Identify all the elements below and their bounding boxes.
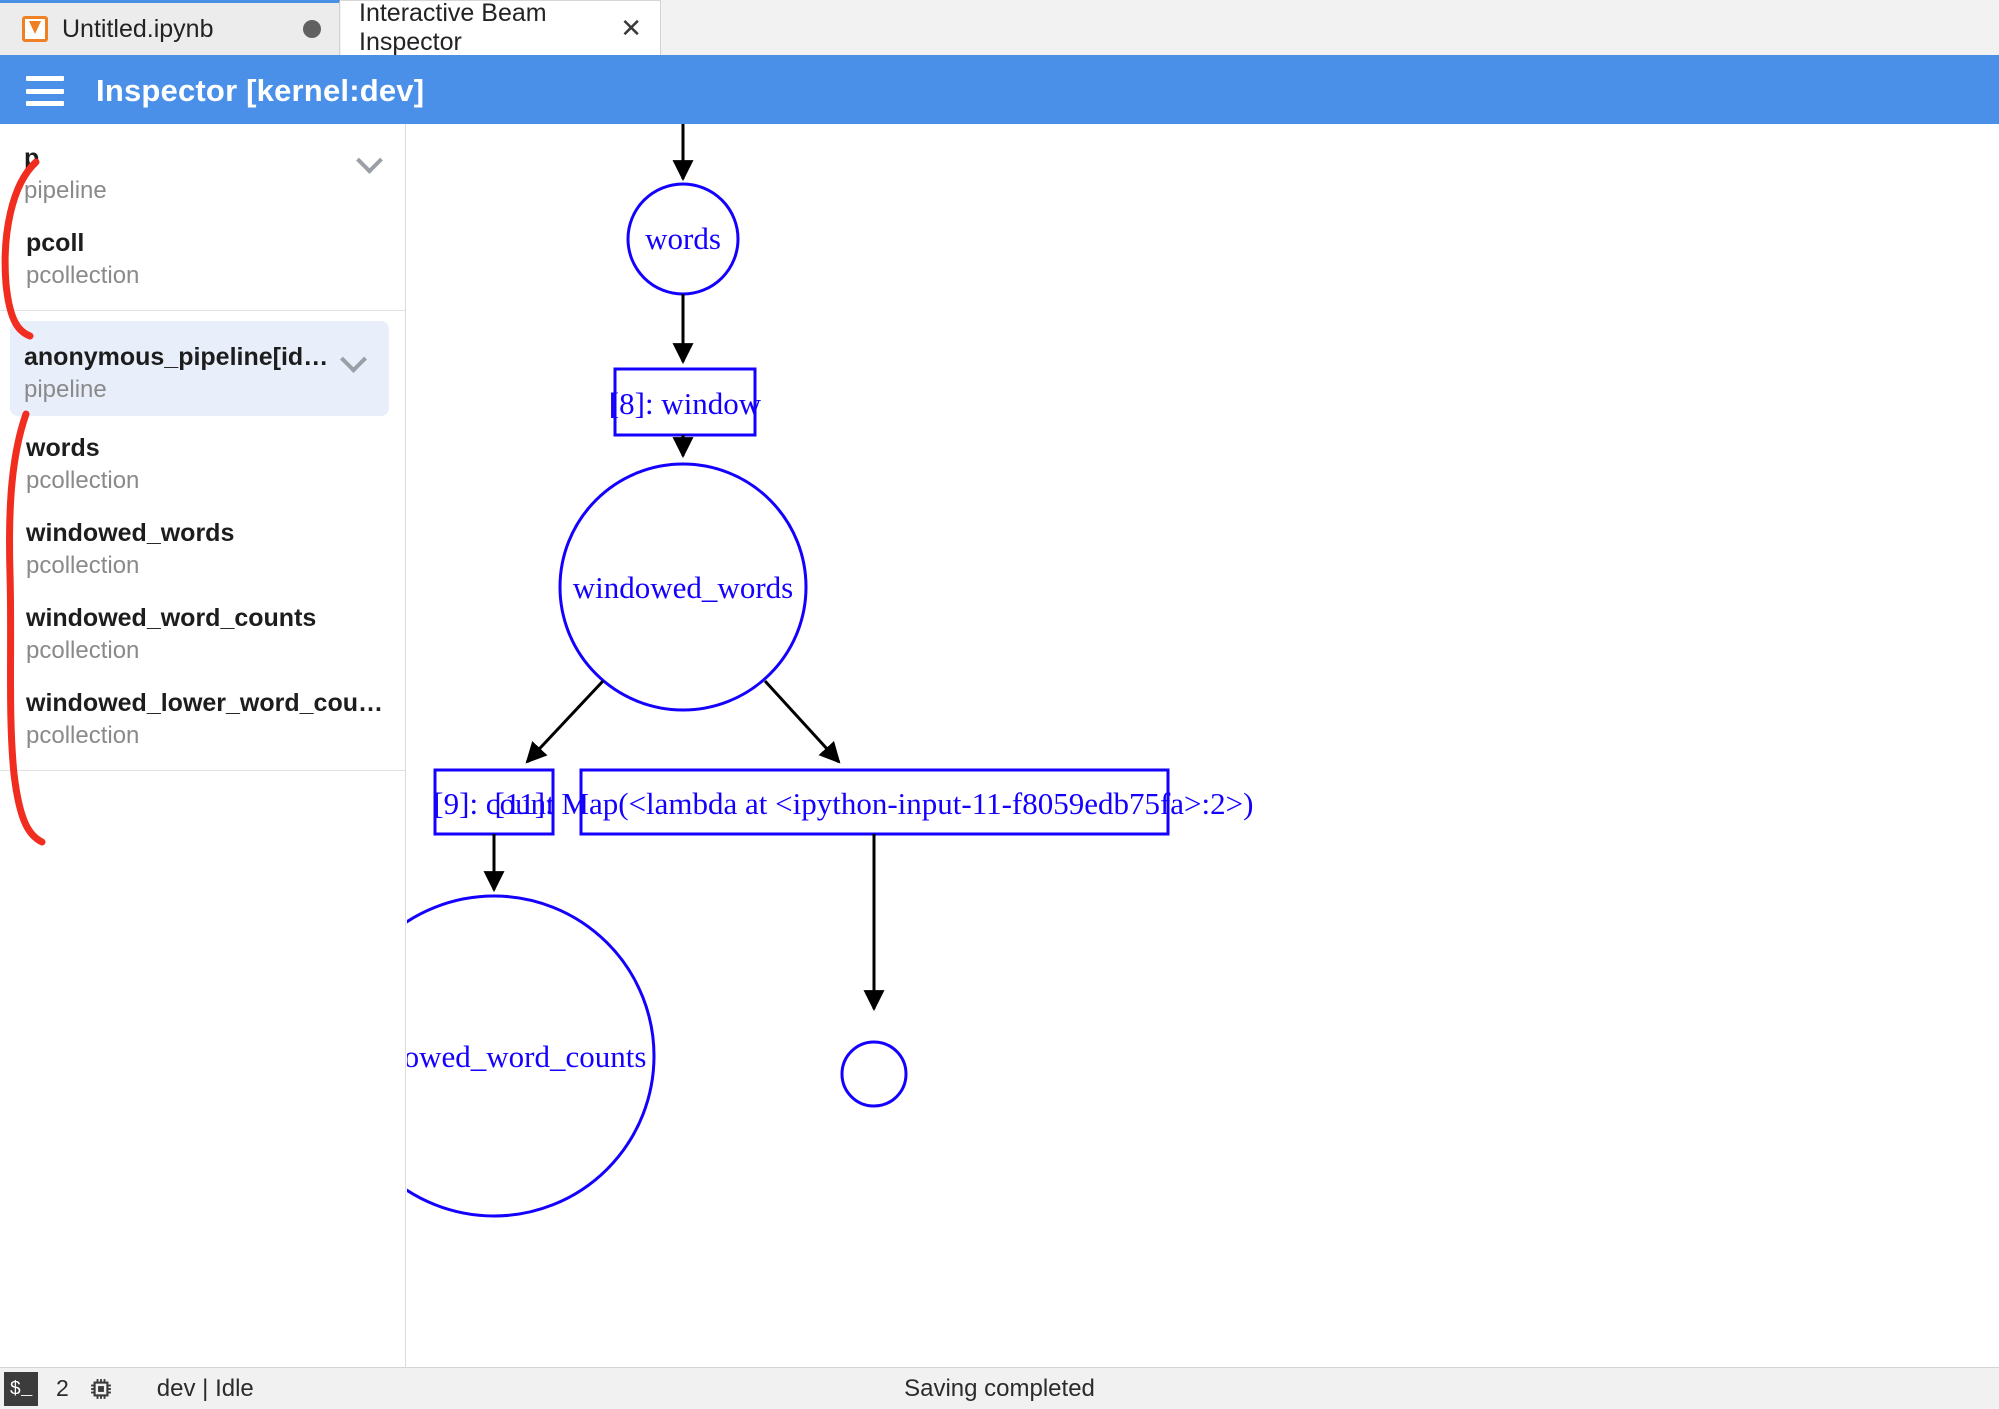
sidebar-item-anonymous-pipeline[interactable]: anonymous_pipeline[id:44516… pipeline (10, 321, 389, 416)
page-title: Inspector [kernel:dev] (96, 73, 425, 108)
hamburger-bar (26, 76, 64, 81)
graph-node-label: [9]: count (433, 786, 555, 821)
sidebar-item-label: windowed_lower_word_counts (26, 689, 383, 717)
sidebar-item-label: windowed_words (26, 519, 235, 547)
unsaved-dot-icon[interactable] (303, 20, 321, 38)
graph-node-map[interactable] (579, 768, 1170, 836)
graph-node-unnamed[interactable] (840, 1040, 908, 1108)
status-message: Saving completed (904, 1374, 1095, 1402)
sidebar-item-label: windowed_word_counts (26, 604, 317, 632)
hamburger-bar (26, 88, 64, 94)
graph-node-count[interactable] (433, 768, 555, 836)
status-bar: $_ 2 dev | Idle Saving completed (0, 1367, 1999, 1409)
chip-icon[interactable] (87, 1375, 115, 1403)
graph-node-windowed-words[interactable] (558, 462, 808, 712)
sidebar-section-pipeline-p: p pipeline pcoll pcollection (0, 124, 405, 311)
sidebar-item-label: p (24, 144, 40, 172)
tab-title: Interactive Beam Inspector (359, 0, 547, 56)
graph-node-windowed-word-counts[interactable] (407, 894, 656, 1218)
tab-bar: Untitled.ipynb Interactive Beam Inspecto… (0, 0, 1999, 58)
sidebar-item-type: pcollection (26, 552, 140, 579)
inspectables-sidebar[interactable]: p pipeline pcoll pcollection anonymous_p… (0, 124, 406, 1367)
sidebar-item-pcoll[interactable]: pcoll pcollection (0, 215, 405, 300)
graph-edge (525, 679, 605, 764)
chevron-down-icon[interactable] (341, 350, 367, 366)
sidebar-item-words[interactable]: words pcollection (0, 420, 405, 505)
pipeline-graph-canvas[interactable]: words [8]: window windowed_words [9]: co… (407, 124, 1999, 1367)
sidebar-item-label: anonymous_pipeline[id:44516… (24, 343, 331, 371)
sidebar-item-type: pipeline (24, 376, 107, 403)
terminal-count: 2 (56, 1375, 69, 1401)
sidebar-item-row: p (24, 144, 383, 173)
sidebar-item-p[interactable]: p pipeline (0, 130, 405, 215)
graph-node-label: [11]: Map(<lambda at <ipython-input-11-f… (495, 786, 1254, 821)
inspector-header: Inspector [kernel:dev] (0, 58, 1999, 124)
notebook-icon (22, 16, 48, 42)
tab-title: Untitled.ipynb (62, 14, 214, 43)
kernel-status[interactable]: dev | Idle (156, 1374, 254, 1402)
pipeline-graph: words [8]: window windowed_words [9]: co… (407, 124, 1254, 1218)
sidebar-item-type: pcollection (26, 262, 140, 289)
tab-untitled-ipynb[interactable]: Untitled.ipynb (0, 0, 340, 55)
graph-node-label: windowed_word_counts (407, 1039, 646, 1074)
sidebar-item-type: pcollection (26, 467, 140, 494)
tab-interactive-beam-inspector[interactable]: Interactive Beam Inspector ✕ (341, 0, 661, 56)
graph-node-window[interactable] (613, 367, 757, 437)
sidebar-item-row: anonymous_pipeline[id:44516… (24, 343, 367, 372)
inspector-body: p pipeline pcoll pcollection anonymous_p… (0, 124, 1999, 1367)
hamburger-bar (26, 101, 64, 106)
terminal-icon[interactable]: $_ (4, 1371, 38, 1406)
sidebar-section-anonymous-pipeline: anonymous_pipeline[id:44516… pipeline wo… (0, 311, 405, 771)
sidebar-item-type: pcollection (26, 637, 140, 664)
graph-edge (763, 679, 841, 764)
sidebar-item-windowed-words[interactable]: windowed_words pcollection (0, 505, 405, 590)
sidebar-item-windowed-lower-word-counts[interactable]: windowed_lower_word_counts pcollection (0, 675, 405, 760)
sidebar-item-type: pipeline (24, 177, 107, 204)
graph-node-label: words (645, 221, 721, 256)
status-left-group: $_ 2 dev | Idle (0, 1371, 254, 1406)
tab-label-group: Untitled.ipynb (22, 15, 213, 44)
sidebar-item-windowed-word-counts[interactable]: windowed_word_counts pcollection (0, 590, 405, 675)
close-icon[interactable]: ✕ (620, 13, 642, 43)
sidebar-item-type: pcollection (26, 722, 140, 749)
graph-node-label: windowed_words (573, 570, 793, 605)
chevron-down-icon[interactable] (357, 151, 383, 167)
graph-node-label: [8]: window (609, 386, 762, 421)
sidebar-item-label: pcoll (26, 229, 85, 257)
sidebar-item-label: words (26, 434, 100, 462)
hamburger-icon[interactable] (26, 76, 64, 106)
